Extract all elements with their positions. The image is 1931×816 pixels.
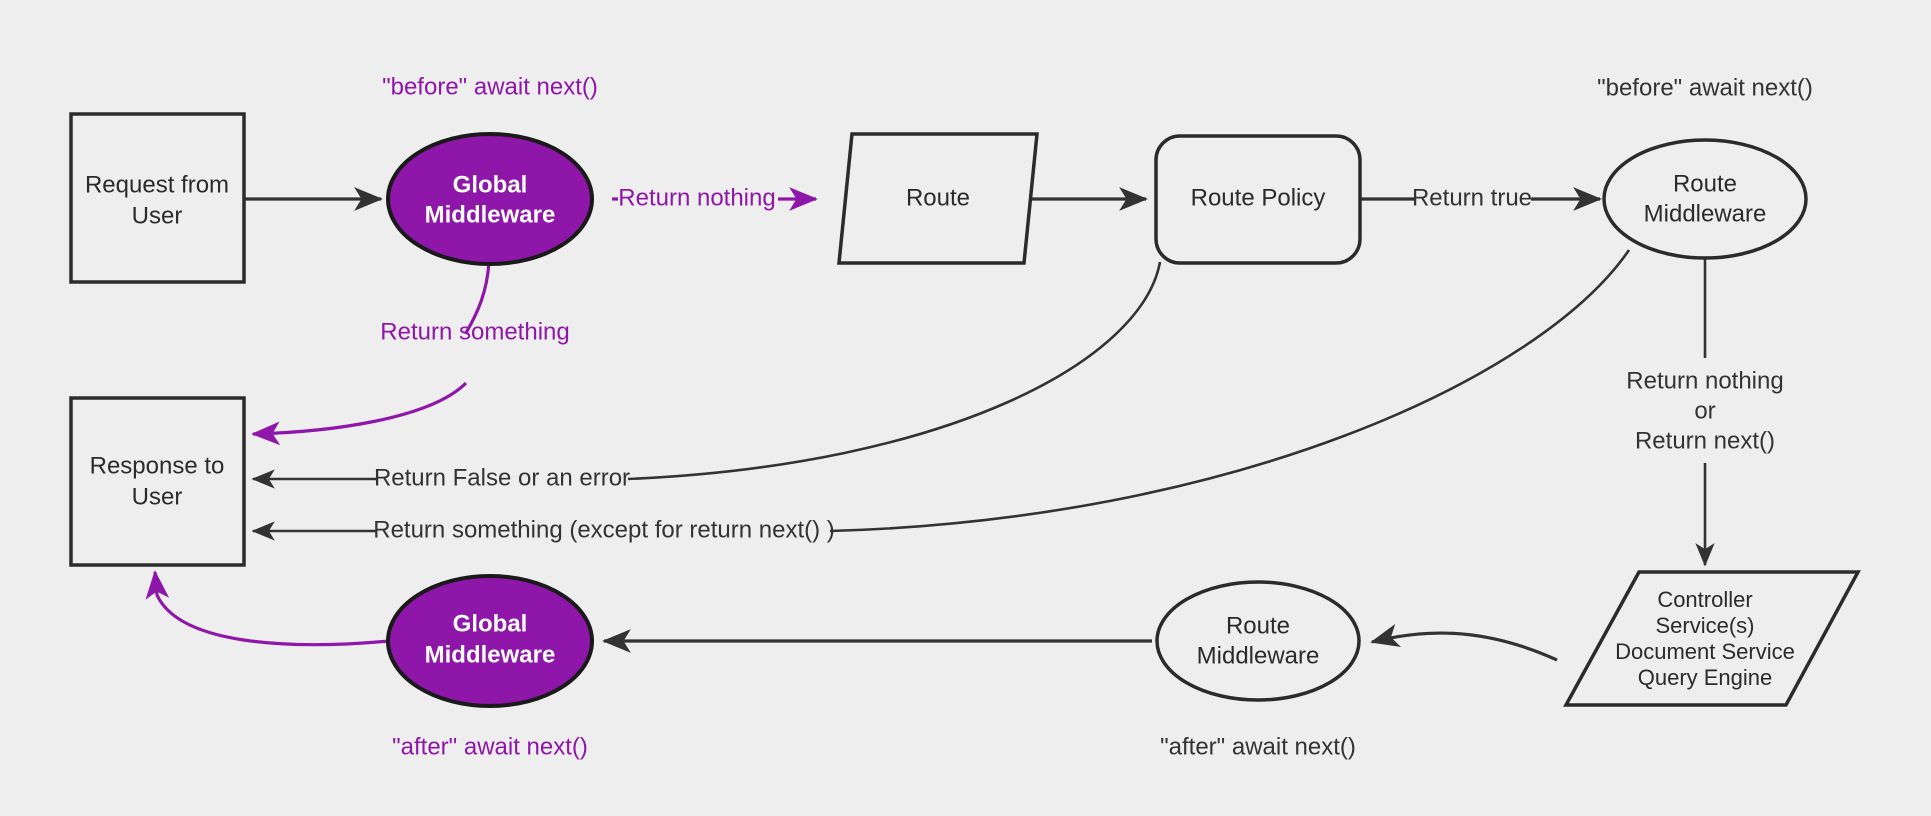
label-return-nothing-route: Return nothing	[1626, 367, 1783, 394]
label-return-something-global: Return something	[380, 318, 569, 345]
node-controller-label-line2: Service(s)	[1655, 613, 1754, 638]
label-return-next-route: Return next()	[1635, 427, 1775, 454]
node-global-middleware-before-label-line2: Middleware	[425, 201, 556, 228]
label-return-something-except-next: Return something (except for return next…	[373, 516, 835, 543]
node-response-to-user[interactable]	[69, 396, 246, 567]
node-route-policy[interactable]	[1154, 134, 1362, 265]
node-global-middleware-after-label-line1: Global	[453, 610, 528, 637]
edge-route-middleware-return-something-curve	[829, 249, 1631, 533]
node-controller-label-line4: Query Engine	[1638, 665, 1773, 690]
node-global-middleware-before-label-line1: Global	[453, 171, 528, 198]
node-global-middleware-after[interactable]	[386, 574, 594, 708]
node-response-to-user-label-line1: Response to	[90, 452, 225, 479]
edge-route-policy-return-false-curve	[627, 261, 1162, 481]
annotation-after-await-next-global: "after" await next()	[392, 733, 588, 760]
node-route-policy-label: Route Policy	[1191, 184, 1326, 211]
node-response-to-user-label-line2: User	[132, 483, 183, 510]
node-route-middleware-before-label-line1: Route	[1673, 170, 1737, 197]
node-request-from-user-label-line1: Request from	[85, 171, 229, 198]
node-controller-services[interactable]	[1563, 570, 1861, 707]
node-route-middleware-before-label-line2: Middleware	[1644, 200, 1767, 227]
edge-controller-to-route-middleware-after	[1370, 623, 1558, 662]
label-return-false-or-error: Return False or an error	[374, 464, 630, 491]
node-controller-label-line3: Document Service	[1615, 639, 1795, 664]
label-or: or	[1694, 397, 1715, 424]
node-global-middleware-before[interactable]	[386, 132, 594, 266]
node-route-middleware-before[interactable]	[1602, 138, 1808, 260]
node-route-middleware-after[interactable]	[1155, 580, 1361, 702]
node-request-from-user[interactable]	[69, 112, 246, 284]
node-controller-label-line1: Controller	[1657, 587, 1752, 612]
node-route-middleware-after-label-line1: Route	[1226, 612, 1290, 639]
node-route-middleware-after-label-line2: Middleware	[1197, 642, 1320, 669]
node-route-label: Route	[906, 184, 970, 211]
node-request-from-user-label-line2: User	[132, 202, 183, 229]
label-return-nothing-global: Return nothing	[618, 184, 775, 211]
edge-global-middleware-return-something	[464, 261, 491, 334]
annotation-before-await-next-route: "before" await next()	[1597, 74, 1813, 101]
edge-return-something-to-response	[251, 381, 468, 446]
annotation-after-await-next-route: "after" await next()	[1160, 733, 1356, 760]
edge-global-middleware-after-to-response	[145, 570, 390, 647]
node-global-middleware-after-label-line2: Middleware	[425, 641, 556, 668]
annotation-before-await-next-global: "before" await next()	[382, 73, 598, 100]
label-return-true: Return true	[1412, 184, 1532, 211]
node-route[interactable]	[837, 132, 1039, 265]
